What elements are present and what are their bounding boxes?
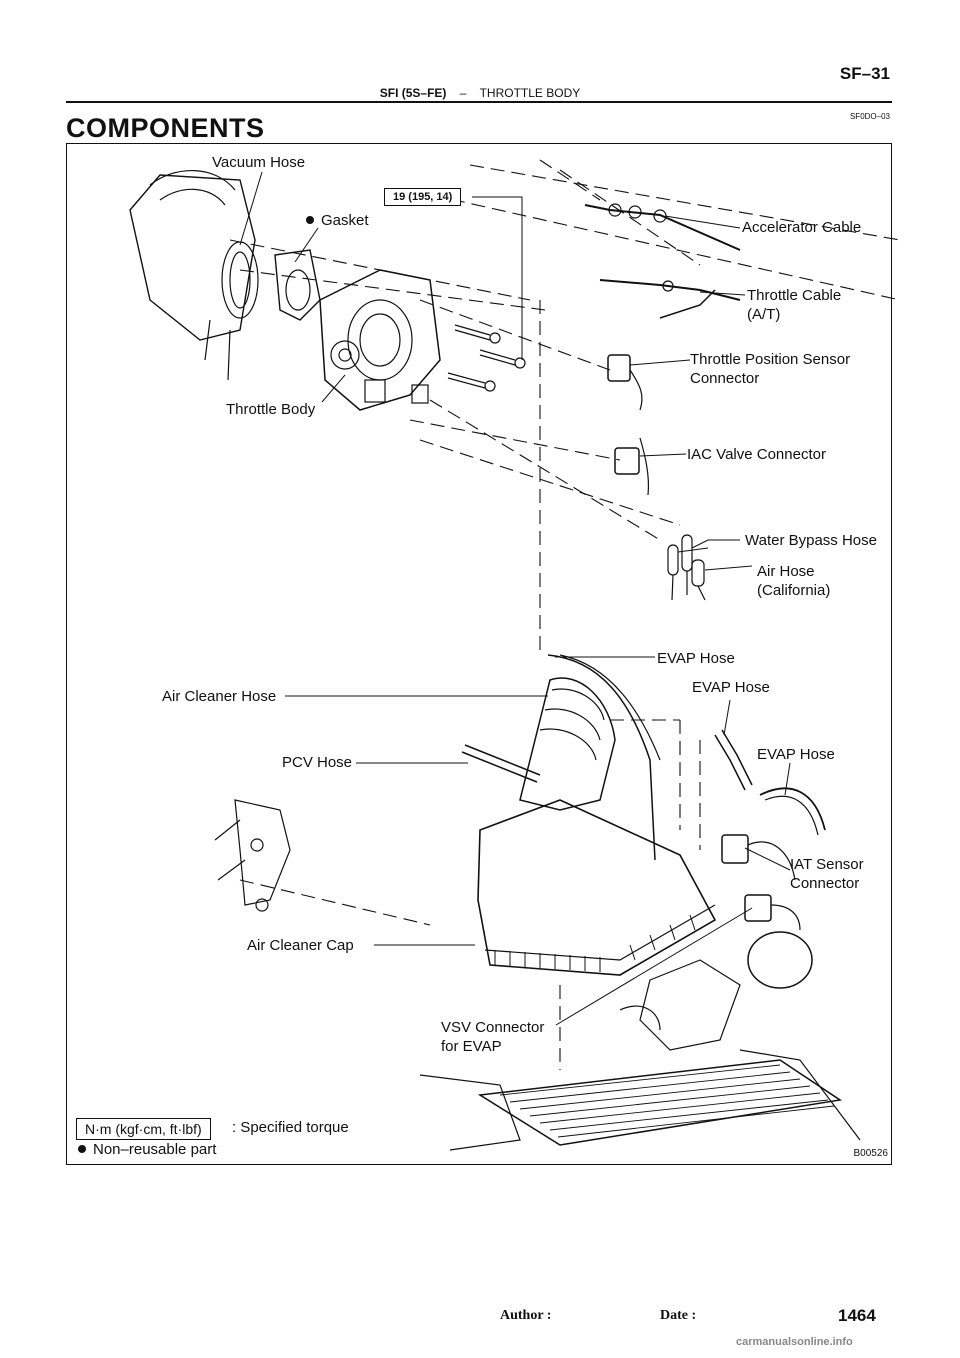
subsection-name: THROTTLE BODY [479, 86, 581, 100]
label-vsv-connector-line1: VSV Connector [441, 1019, 545, 1036]
label-iac-connector: IAC Valve Connector [687, 446, 826, 463]
nonreusable-dot-icon [306, 216, 314, 225]
label-air-cleaner-hose: Air Cleaner Hose [162, 688, 277, 705]
label-vsv-connector-line2: for EVAP [441, 1038, 502, 1055]
nonreusable-dot-icon [78, 1145, 86, 1154]
label-throttle-cable-line1: Throttle Cable [747, 287, 842, 304]
legend-torque-text: : Specified torque [232, 1119, 349, 1136]
label-vsv-connector: VSV Connector for EVAP [441, 1018, 544, 1056]
label-accelerator-cable: Accelerator Cable [742, 219, 862, 236]
label-iat-connector-line2: Connector [790, 875, 860, 892]
label-air-hose-line1: Air Hose [757, 563, 815, 580]
figure-id: B00526 [853, 1148, 888, 1159]
torque-units-box: N·m (kgf·cm, ft·lbf) [76, 1118, 211, 1140]
label-air-hose: Air Hose (California) [757, 562, 830, 600]
footer-date-label: Date : [660, 1308, 697, 1323]
label-tps-connector-line2: Connector [690, 370, 760, 387]
label-pcv-hose: PCV Hose [282, 754, 353, 771]
header-rule [66, 101, 892, 103]
legend-nonreusable: Non–reusable part [78, 1141, 216, 1158]
label-air-cleaner-cap: Air Cleaner Cap [247, 937, 354, 954]
label-tps-connector-line1: Throttle Position Sensor [690, 351, 851, 368]
legend-nonreusable-text: Non–reusable part [93, 1141, 217, 1158]
label-air-hose-line2: (California) [757, 582, 831, 599]
page-title: COMPONENTS [66, 113, 265, 143]
label-water-bypass-hose: Water Bypass Hose [745, 532, 877, 549]
section-name: SFI (5S–FE) [379, 86, 447, 100]
page-code: SF–31 [839, 64, 890, 83]
label-gasket-text: Gasket [321, 212, 369, 229]
reference-code: SF0DO–03 [849, 112, 890, 121]
watermark: carmanualsonline.info [736, 1336, 853, 1348]
label-vacuum-hose: Vacuum Hose [212, 154, 306, 171]
diagram-frame [66, 143, 892, 1165]
header-separator: – [459, 86, 467, 100]
torque-spec-box: 19 (195, 14) [384, 188, 462, 206]
footer-page-number: 1464 [838, 1306, 876, 1325]
label-throttle-body: Throttle Body [226, 401, 316, 418]
label-evap-hose-lower: EVAP Hose [757, 746, 835, 763]
running-header: SFI (5S–FE) – THROTTLE BODY [0, 86, 960, 100]
label-throttle-cable: Throttle Cable (A/T) [747, 286, 841, 324]
footer-author-label: Author : [500, 1308, 552, 1323]
label-gasket: Gasket [306, 211, 369, 230]
label-throttle-cable-line2: (A/T) [747, 306, 781, 323]
label-iat-connector-line1: IAT Sensor [790, 856, 864, 873]
label-evap-hose-middle: EVAP Hose [692, 679, 770, 696]
label-evap-hose-upper: EVAP Hose [657, 650, 735, 667]
